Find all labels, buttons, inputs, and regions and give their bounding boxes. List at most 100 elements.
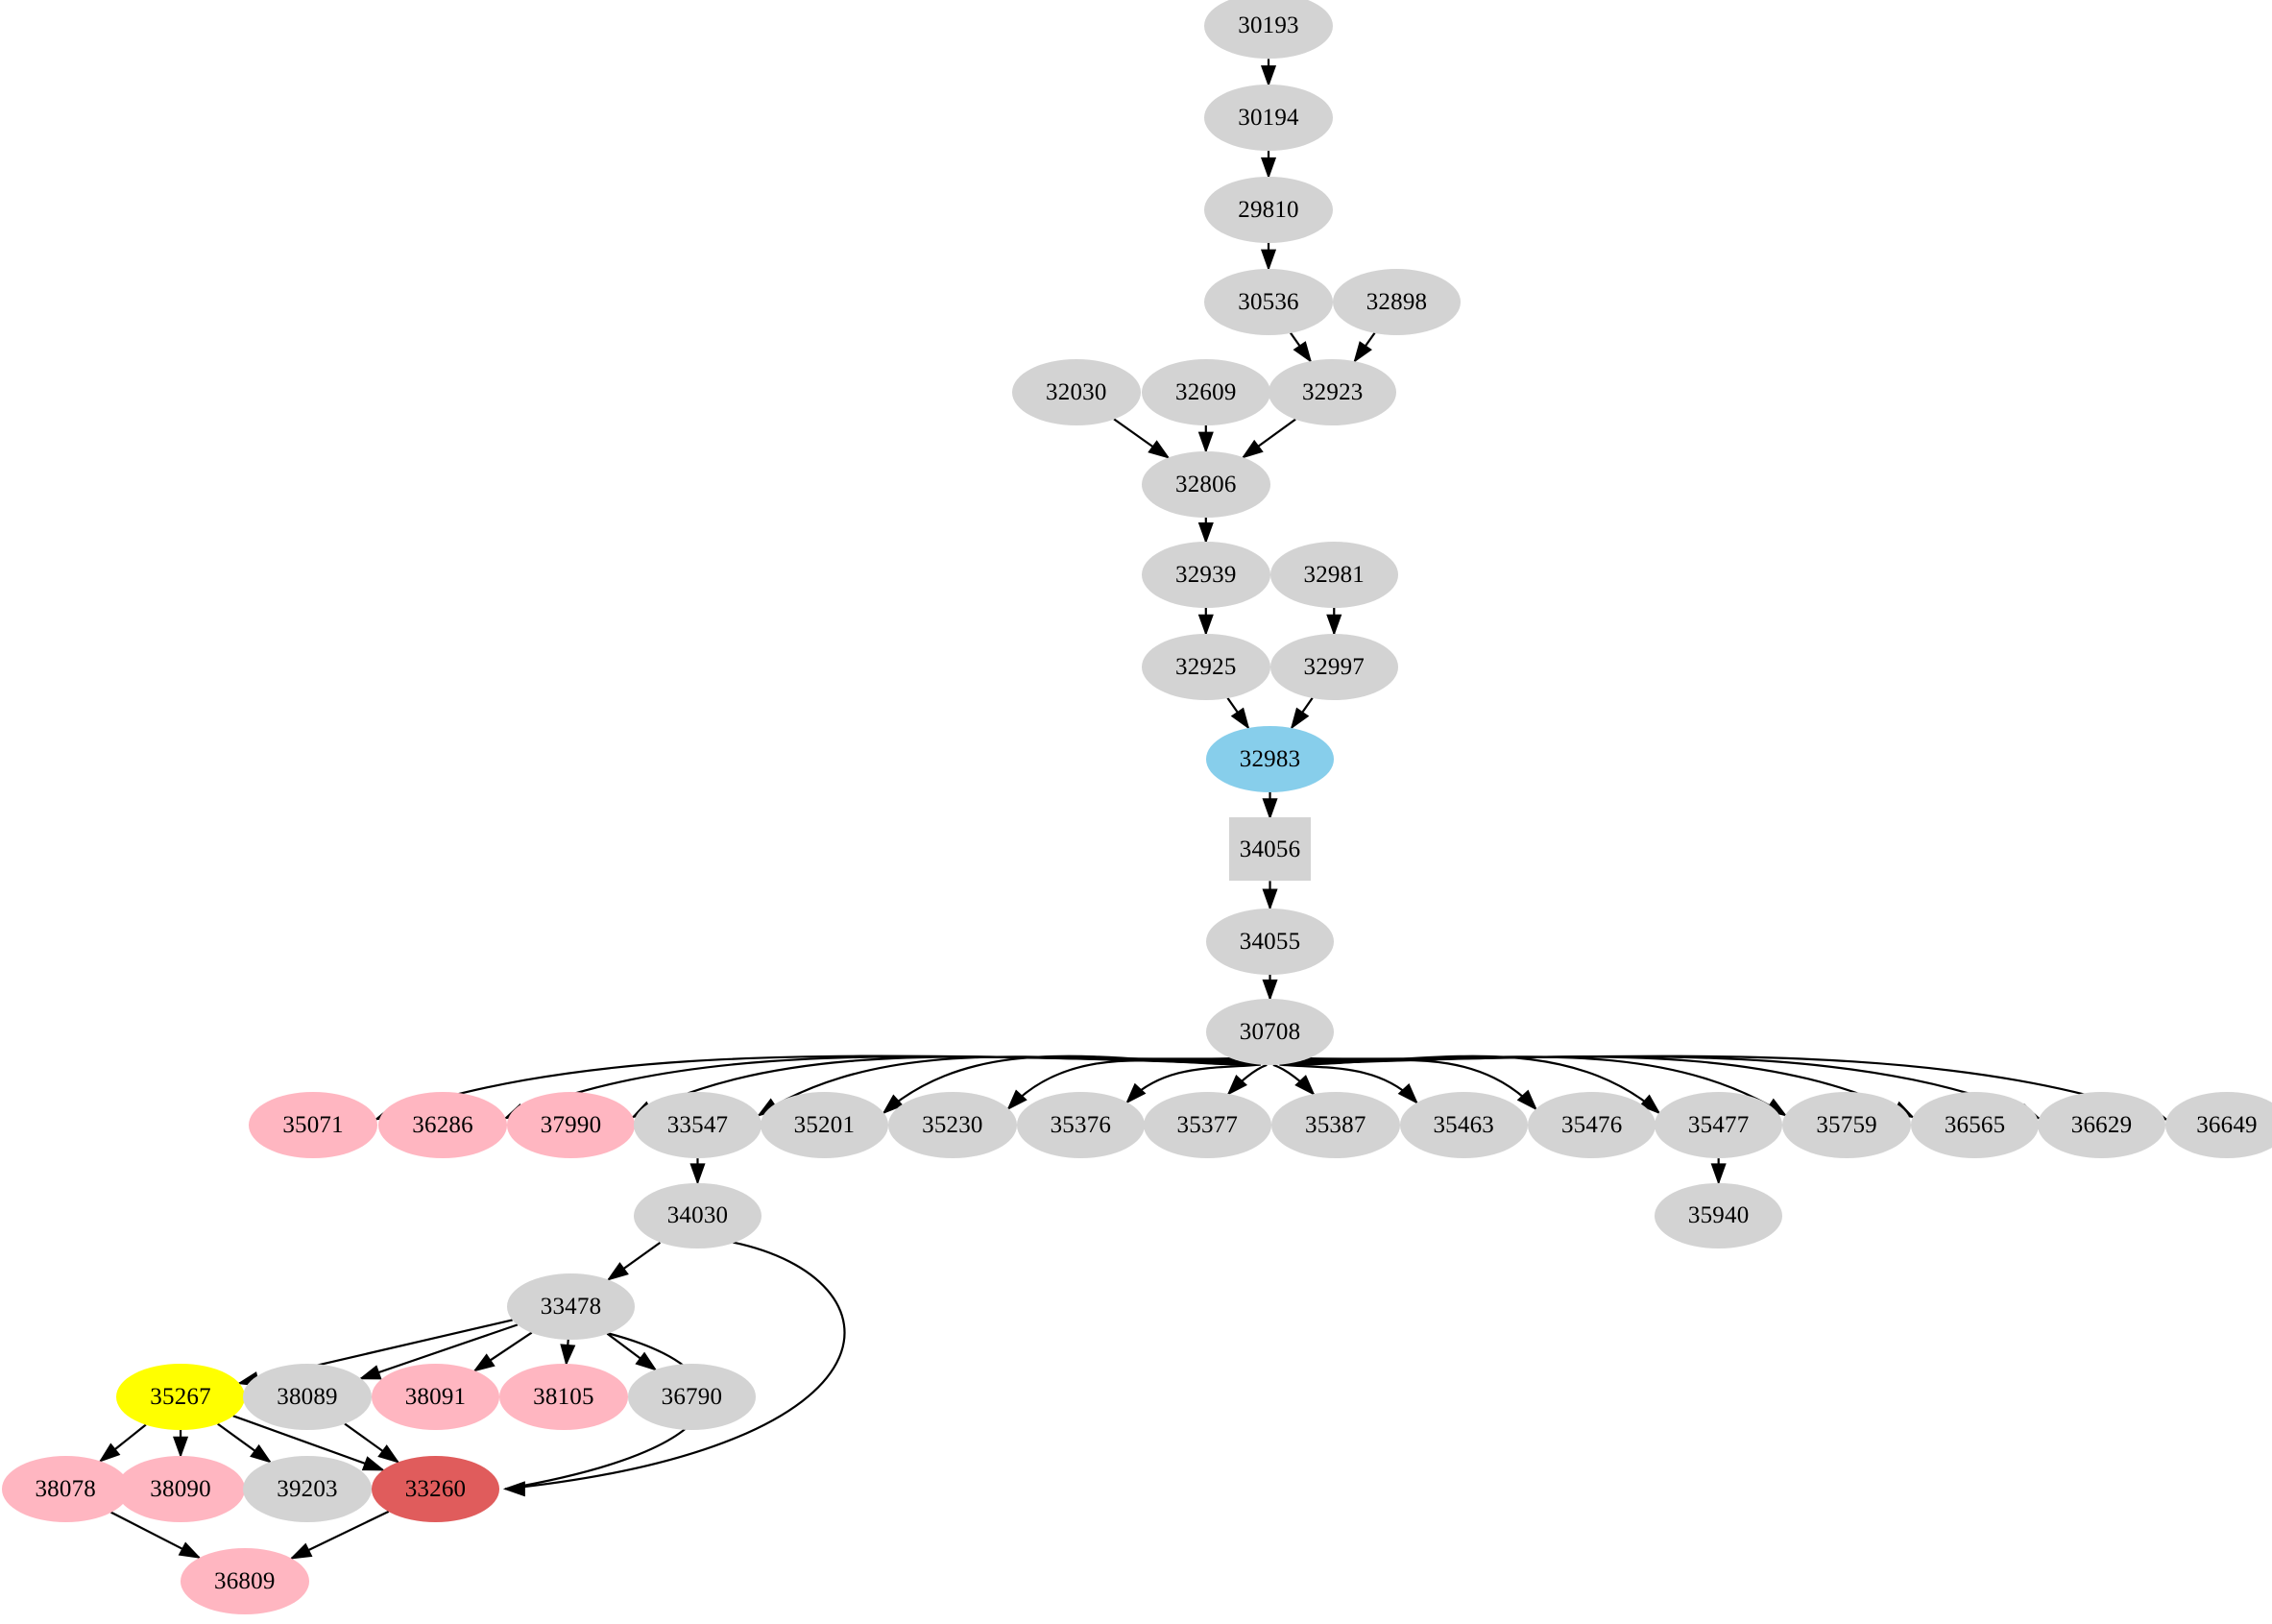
- graph-node-38090[interactable]: 38090: [116, 1455, 245, 1522]
- graph-node-33547[interactable]: 33547: [633, 1092, 762, 1159]
- graph-node-33260[interactable]: 33260: [371, 1455, 500, 1522]
- graph-node-35476[interactable]: 35476: [1527, 1092, 1656, 1159]
- graph-node-35376[interactable]: 35376: [1016, 1092, 1146, 1159]
- graph-node-35201[interactable]: 35201: [760, 1092, 889, 1159]
- graph-node-34055[interactable]: 34055: [1205, 908, 1335, 975]
- graph-node-label: 35376: [1050, 1112, 1112, 1139]
- graph-node-32925[interactable]: 32925: [1142, 633, 1270, 700]
- graph-arrowhead: [361, 1456, 385, 1471]
- graph-node-32981[interactable]: 32981: [1269, 542, 1398, 608]
- graph-node-label: 33547: [666, 1112, 729, 1139]
- graph-node-32609[interactable]: 32609: [1142, 359, 1270, 425]
- graph-node-35377[interactable]: 35377: [1143, 1092, 1272, 1159]
- graph-node-label: 32981: [1303, 562, 1365, 589]
- graph-arrowhead: [635, 1351, 658, 1371]
- graph-node-label: 30193: [1238, 12, 1299, 39]
- graph-node-36565[interactable]: 36565: [1910, 1092, 2040, 1159]
- graph-node-37990[interactable]: 37990: [506, 1092, 636, 1159]
- graph-arrowhead: [98, 1442, 121, 1463]
- graph-arrowhead: [1290, 707, 1310, 730]
- graph-node-32030[interactable]: 32030: [1012, 359, 1141, 425]
- graph-node-35940[interactable]: 35940: [1654, 1182, 1783, 1249]
- graph-node-38078[interactable]: 38078: [1, 1455, 130, 1522]
- graph-node-label: 38078: [35, 1475, 96, 1502]
- graph-node-36286[interactable]: 36286: [378, 1092, 507, 1159]
- graph-node-label: 35940: [1687, 1202, 1750, 1229]
- graph-node-label: 38090: [150, 1475, 211, 1502]
- graph-node-label: 36286: [412, 1112, 473, 1139]
- graph-node-34030[interactable]: 34030: [633, 1182, 762, 1249]
- graph-node-label: 36790: [661, 1384, 723, 1411]
- graph-node-33478[interactable]: 33478: [506, 1273, 636, 1340]
- graph-node-34056[interactable]: 34056: [1229, 817, 1311, 882]
- graph-node-label: 33260: [404, 1475, 467, 1502]
- graph-node-29810[interactable]: 29810: [1204, 177, 1333, 243]
- graph-node-39203[interactable]: 39203: [243, 1455, 372, 1522]
- graph-node-32898[interactable]: 32898: [1332, 268, 1462, 335]
- graph-node-label: 35477: [1687, 1112, 1750, 1139]
- graph-node-label: 32997: [1303, 653, 1365, 680]
- graph-node-label: 35201: [793, 1112, 856, 1139]
- graph-node-38105[interactable]: 38105: [499, 1364, 628, 1430]
- graph-node-label: 38091: [404, 1384, 467, 1411]
- graph-node-32983[interactable]: 32983: [1205, 725, 1335, 792]
- graph-node-32997[interactable]: 32997: [1269, 633, 1398, 700]
- graph-node-36629[interactable]: 36629: [2037, 1092, 2166, 1159]
- graph-arrowhead: [1197, 431, 1214, 454]
- graph-node-35071[interactable]: 35071: [249, 1092, 377, 1159]
- graph-arrowhead: [1197, 521, 1214, 545]
- graph-node-label: 32925: [1175, 653, 1237, 680]
- graph-arrowhead: [882, 1094, 904, 1115]
- graph-node-35230[interactable]: 35230: [888, 1092, 1017, 1159]
- graph-arrowhead: [358, 1365, 382, 1380]
- graph-node-label: 34055: [1239, 928, 1301, 955]
- graph-arrowhead: [1262, 888, 1278, 911]
- graph-node-30708[interactable]: 30708: [1205, 999, 1335, 1065]
- graph-node-label: 30194: [1238, 105, 1299, 132]
- graph-node-35759[interactable]: 35759: [1782, 1092, 1911, 1159]
- graph-arrowhead: [689, 1163, 706, 1185]
- graph-arrowhead: [173, 1436, 189, 1459]
- graph-node-label: 32939: [1175, 562, 1237, 589]
- graph-node-30194[interactable]: 30194: [1204, 85, 1333, 152]
- graph-node-label: 36629: [2070, 1112, 2133, 1139]
- graph-node-label: 29810: [1238, 196, 1299, 223]
- graph-arrowhead: [1241, 439, 1264, 459]
- graph-node-label: 35230: [922, 1112, 983, 1139]
- graph-node-label: 30536: [1238, 288, 1299, 315]
- graph-node-label: 35377: [1176, 1112, 1239, 1139]
- graph-node-32939[interactable]: 32939: [1142, 542, 1270, 608]
- graph-node-32806[interactable]: 32806: [1142, 450, 1270, 518]
- graph-arrowhead: [1260, 249, 1277, 272]
- graph-arrowhead: [560, 1344, 576, 1367]
- graph-node-35477[interactable]: 35477: [1654, 1092, 1783, 1159]
- graph-arrowhead: [1353, 341, 1372, 364]
- graph-node-label: 38105: [533, 1384, 594, 1411]
- graph-arrowhead: [178, 1541, 202, 1559]
- graph-node-36809[interactable]: 36809: [181, 1547, 309, 1614]
- graph-node-38091[interactable]: 38091: [371, 1364, 500, 1430]
- graph-arrowhead: [1294, 1075, 1316, 1097]
- graph-node-35387[interactable]: 35387: [1271, 1092, 1400, 1159]
- graph-edge-35267-to-33260: [233, 1416, 383, 1469]
- graph-node-32923[interactable]: 32923: [1269, 359, 1397, 425]
- graph-node-label: 39203: [277, 1475, 338, 1502]
- graph-node-label: 36565: [1944, 1112, 2006, 1139]
- graph-arrowhead: [1293, 341, 1313, 364]
- graph-node-36790[interactable]: 36790: [627, 1364, 757, 1430]
- graph-arrowhead: [1639, 1094, 1661, 1115]
- graph-arrowhead: [1262, 798, 1278, 820]
- graph-node-30536[interactable]: 30536: [1204, 268, 1333, 335]
- graph-node-label: 35267: [150, 1384, 211, 1411]
- graph-node-38089[interactable]: 38089: [243, 1364, 372, 1430]
- graph-arrowhead: [377, 1444, 400, 1464]
- graph-arrowhead: [1148, 440, 1171, 459]
- graph-node-label: 35463: [1433, 1112, 1494, 1139]
- graph-node-label: 33478: [540, 1293, 602, 1320]
- graph-node-35267[interactable]: 35267: [116, 1364, 245, 1430]
- graph-node-label: 38089: [277, 1384, 338, 1411]
- graph-node-35463[interactable]: 35463: [1399, 1092, 1528, 1159]
- graph-arrowhead: [1326, 614, 1342, 637]
